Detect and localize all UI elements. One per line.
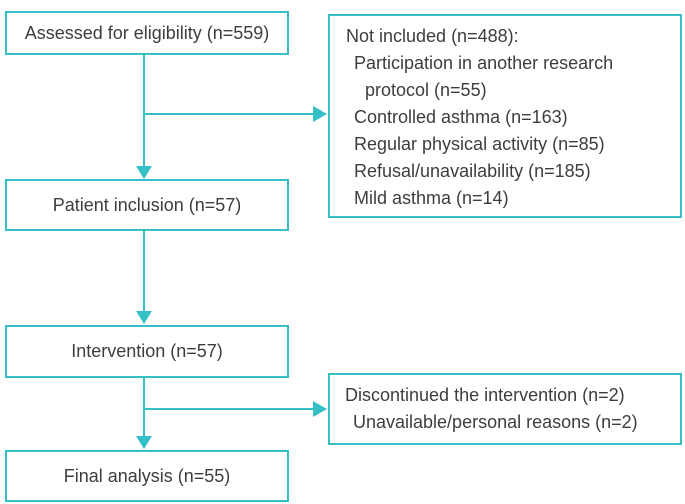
- connector-branch-to-not-included: [144, 113, 314, 115]
- arrowhead-right-icon: [313, 106, 327, 122]
- not-included-item-4: Refusal/unavailability (n=185): [354, 161, 591, 181]
- not-included-item-1b: protocol (n=55): [365, 80, 487, 100]
- arrowhead-down-icon: [136, 436, 152, 449]
- patient-inclusion-box: Patient inclusion (n=57): [5, 179, 289, 231]
- intervention-box: Intervention (n=57): [5, 325, 289, 378]
- connector-assessed-to-inclusion: [143, 55, 145, 167]
- connector-branch-to-discontinued: [144, 408, 314, 410]
- intervention-label: Intervention (n=57): [71, 341, 223, 361]
- not-included-item-1: Participation in another research: [354, 53, 614, 73]
- not-included-box: Not included (n=488): Participation in a…: [328, 14, 682, 218]
- discontinued-reason: Unavailable/personal reasons (n=2): [353, 412, 638, 432]
- arrowhead-down-icon: [136, 311, 152, 324]
- arrowhead-right-icon: [313, 401, 327, 417]
- discontinued-title: Discontinued the intervention (n=2): [345, 385, 625, 405]
- not-included-item-3: Regular physical activity (n=85): [354, 134, 605, 154]
- final-analysis-label: Final analysis (n=55): [63, 465, 231, 486]
- assessed-eligibility-label: Assessed for eligibility (n=559): [24, 22, 270, 43]
- connector-intervention-to-final: [143, 378, 145, 437]
- not-included-title: Not included (n=488):: [346, 26, 519, 46]
- final-analysis-box: Final analysis (n=55): [5, 450, 289, 502]
- not-included-item-5: Mild asthma (n=14): [354, 188, 509, 208]
- connector-inclusion-to-intervention: [143, 231, 145, 312]
- assessed-eligibility-box: Assessed for eligibility (n=559): [5, 11, 289, 55]
- arrowhead-down-icon: [136, 166, 152, 179]
- discontinued-box: Discontinued the intervention (n=2) Unav…: [328, 373, 682, 445]
- not-included-item-2: Controlled asthma (n=163): [354, 107, 568, 127]
- patient-inclusion-label: Patient inclusion (n=57): [52, 194, 242, 215]
